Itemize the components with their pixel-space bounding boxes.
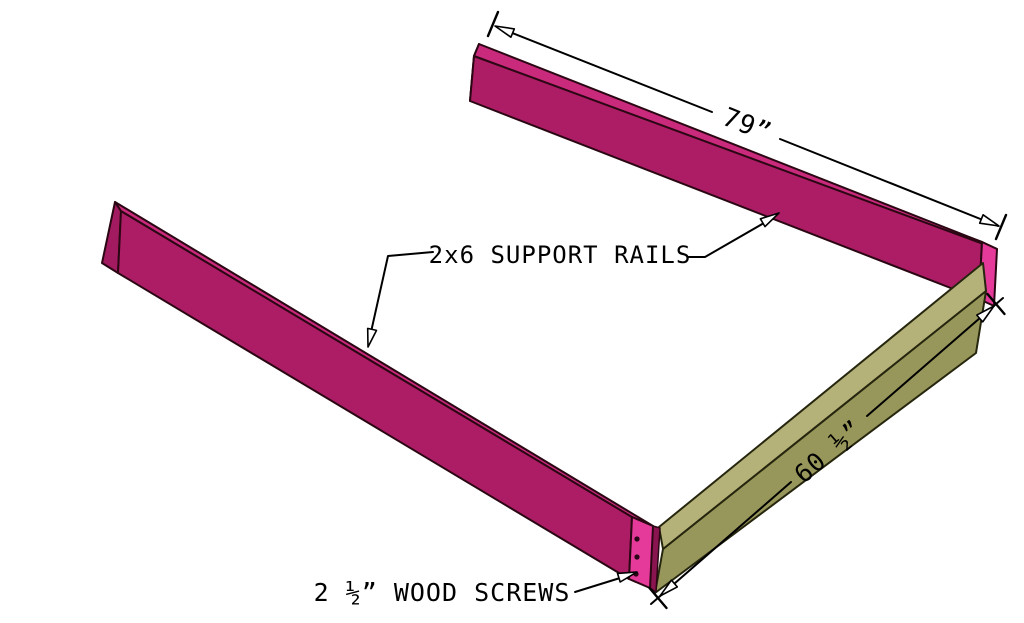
dimension-arrowhead	[494, 25, 516, 39]
leader-arrowhead	[616, 571, 638, 583]
leader-line-right	[687, 222, 765, 258]
dimension-tick	[994, 213, 1008, 241]
screw-dot	[634, 554, 640, 560]
dimension-tick	[486, 10, 500, 38]
leader-line	[574, 577, 621, 593]
left-support-rail	[101, 201, 661, 593]
callout-support-rails: 2x6 SUPPORT RAILS	[366, 212, 780, 348]
callout-wood-screws: 2 ½” WOOD SCREWS	[314, 571, 638, 607]
cross-member-top-face	[658, 262, 987, 550]
dimension-arrowhead	[659, 579, 679, 597]
dimension-arrowhead	[978, 214, 1000, 227]
label-support-rails: 2x6 SUPPORT RAILS	[429, 241, 692, 269]
dimension-tick	[648, 586, 668, 610]
cross-member-board	[654, 262, 987, 594]
label-wood-screws: 2 ½” WOOD SCREWS	[314, 578, 571, 607]
dimension-tick	[986, 292, 1006, 316]
dimension-arrowhead	[975, 305, 995, 323]
dimension-line-segment	[779, 138, 999, 227]
leader-line-left	[368, 251, 434, 342]
dimension-line-segment	[496, 26, 713, 113]
left-rail-end-face	[628, 516, 654, 589]
leader-arrowhead	[366, 327, 378, 348]
screw-dot	[634, 536, 640, 542]
leader-arrowhead	[759, 212, 780, 228]
